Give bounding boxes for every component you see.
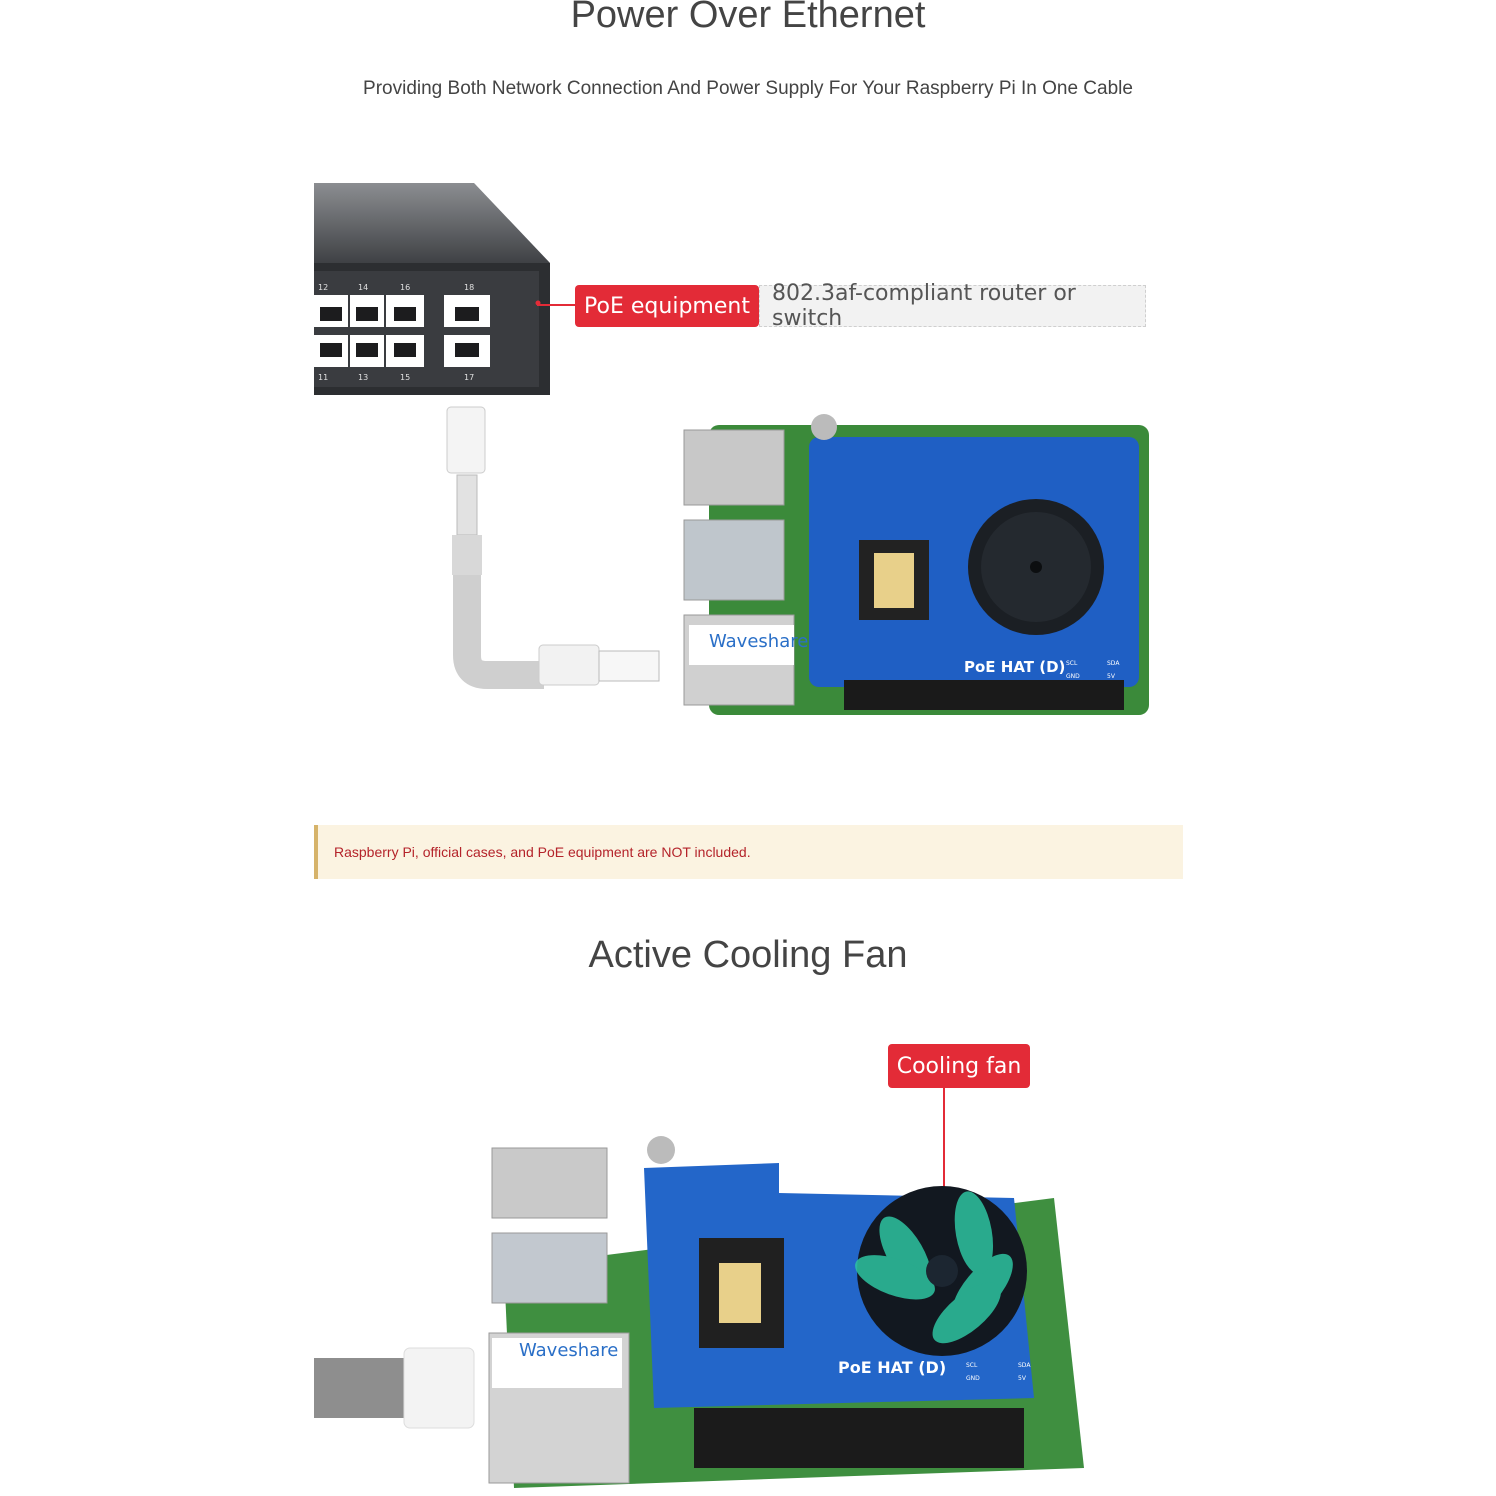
board-name-label: PoE HAT (D) — [964, 658, 1065, 676]
gray-cable-image — [314, 1347, 475, 1429]
port-number: 11 — [318, 373, 328, 382]
notice-box: Raspberry Pi, official cases, and PoE eq… — [314, 825, 1183, 879]
port-number: 18 — [464, 283, 474, 292]
ethernet-cable-image — [446, 406, 660, 689]
port-number: 17 — [464, 373, 474, 382]
pin-label: GND — [1066, 673, 1080, 680]
port-number: 12 — [318, 283, 328, 292]
poe-illustration: 12 14 16 18 11 13 15 17 — [314, 183, 1149, 715]
pin-label: GND — [966, 1375, 980, 1382]
network-switch-image — [314, 183, 550, 395]
port-number: 16 — [400, 283, 410, 292]
label-connector-line — [537, 304, 575, 306]
section-title-cooling: Active Cooling Fan — [588, 934, 908, 976]
raspberry-pi-poe-hat-image — [683, 414, 1149, 715]
cooling-fan-tag: Cooling fan — [888, 1044, 1030, 1088]
board-brand-label: Waveshare — [519, 1340, 618, 1361]
board-brand-label: Waveshare — [709, 631, 808, 652]
pin-label: SCL — [1066, 660, 1078, 667]
port-number: 13 — [358, 373, 368, 382]
pin-label: SCL — [966, 1362, 978, 1369]
pin-label: 5V — [1107, 673, 1116, 680]
pin-label: SDA — [1107, 660, 1120, 667]
pin-label: SDA — [1018, 1362, 1031, 1369]
section-title-poe: Power Over Ethernet — [570, 0, 926, 36]
port-number: 15 — [400, 373, 410, 382]
poe-equipment-description: 802.3af-compliant router or switch — [759, 281, 1146, 331]
cooling-fan-illustration: Waveshare PoE HAT (D) SCL SDA GND 5V — [314, 1088, 1084, 1488]
poe-equipment-tag: PoE equipment — [575, 285, 759, 327]
raspberry-pi-with-hat-angled-image — [488, 1136, 1084, 1488]
pin-label: 5V — [1018, 1375, 1027, 1382]
notice-text: Raspberry Pi, official cases, and PoE eq… — [334, 844, 751, 860]
port-number: 14 — [358, 283, 368, 292]
board-name-label: PoE HAT (D) — [838, 1358, 946, 1377]
section-subtitle-poe: Providing Both Network Connection And Po… — [363, 78, 1133, 99]
